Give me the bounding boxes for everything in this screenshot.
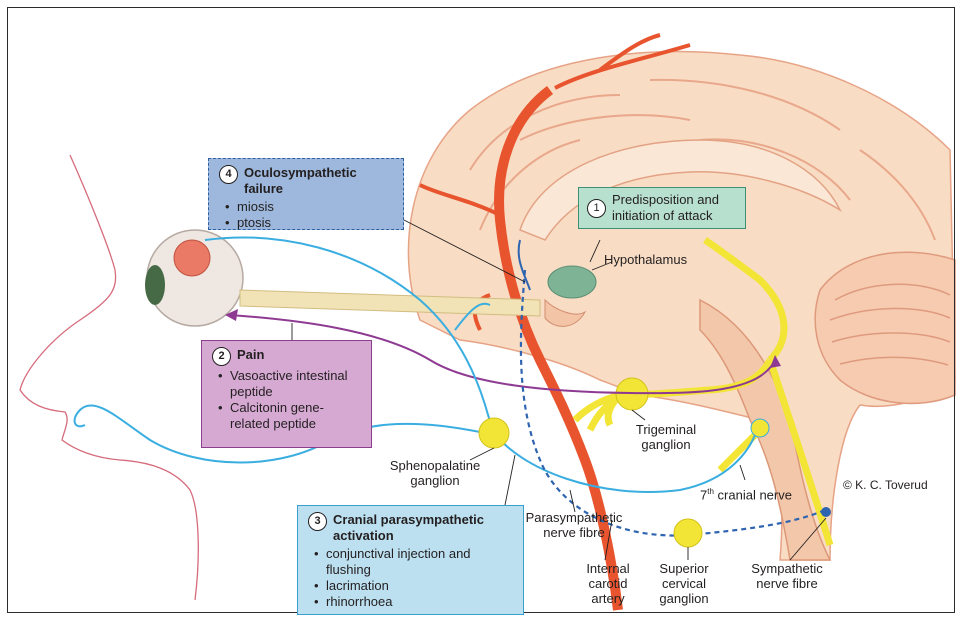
sympathetic-terminal-node [821,507,831,517]
lacrimal-gland [174,240,210,276]
seventh-nerve-node [751,419,769,437]
cranial-item: conjunctival injection and flushing [326,546,513,578]
pain-item: Vasoactive intestinal peptide [230,368,361,400]
label-hypothalamus: Hypothalamus [604,252,687,267]
box-title-predisposition: Predisposition and initiation of attack [612,192,737,224]
box-number-1: 1 [587,199,606,218]
box-title-oculo: Oculosympathetic failure [244,165,393,197]
seventh-suffix: th [707,487,714,496]
box-title-pain: Pain [237,347,264,363]
label-parasympathetic-nerve-fibre: Parasympathetic nerve fibre [512,510,636,540]
label-sphenopalatine-ganglion: Sphenopalatine ganglion [380,458,490,488]
seventh-text: cranial nerve [718,487,792,502]
label-internal-carotid-artery: Internal carotid artery [585,561,631,606]
superior-cervical-ganglion-node [674,519,702,547]
box-predisposition: 1 Predisposition and initiation of attac… [578,187,746,229]
oculo-item: ptosis [237,215,393,231]
box-number-3: 3 [308,512,327,531]
copyright-credit: © K. C. Toverud [843,478,928,493]
box-title-cranial: Cranial parasympathetic activation [333,512,513,544]
oculo-item: miosis [237,199,393,215]
pain-item: Calcitonin gene-related peptide [230,400,361,432]
face-profile [20,155,198,600]
label-sympathetic-nerve-fibre: Sympathetic nerve fibre [737,561,837,591]
cranial-item: lacrimation [326,578,513,594]
box-oculosympathetic-failure: 4 Oculosympathetic failure miosis ptosis [208,158,404,230]
box-pain: 2 Pain Vasoactive intestinal peptide Cal… [201,340,372,448]
box-cranial-parasympathetic: 3 Cranial parasympathetic activation con… [297,505,524,615]
label-superior-cervical-ganglion: Superior cervical ganglion [651,561,717,606]
sphenopalatine-ganglion-node [479,418,509,448]
box-number-4: 4 [219,165,238,184]
label-seventh-cranial-nerve: 7th cranial nerve [700,484,792,502]
box-number-2: 2 [212,347,231,366]
cranial-item: rhinorrhoea [326,594,513,610]
label-trigeminal-ganglion: Trigeminal ganglion [626,422,706,452]
hypothalamus-region [548,266,596,298]
